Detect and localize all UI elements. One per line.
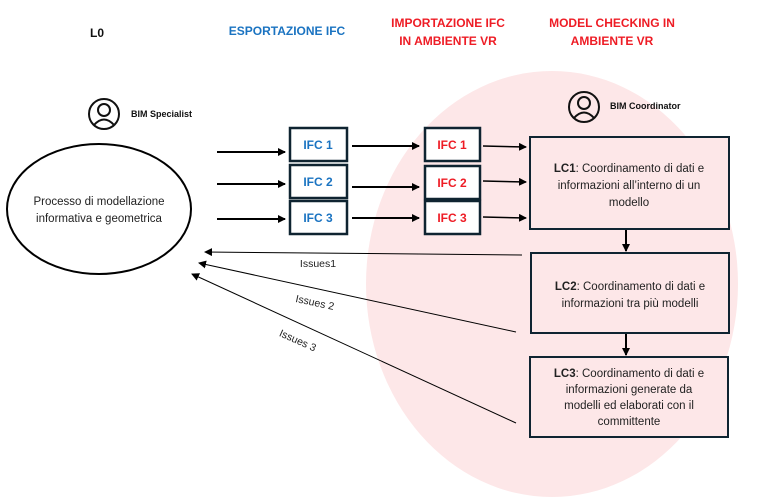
import-ifc-3-label: IFC 3 (437, 211, 467, 225)
export-ifc-1-label: IFC 1 (303, 138, 333, 152)
lc3-line-3: modelli ed elaborati con il (564, 400, 694, 412)
arrow-to-lc1-2 (482, 177, 527, 186)
import-ifc-1-label: IFC 1 (437, 138, 467, 152)
header-import-2: IN AMBIENTE VR (399, 34, 497, 48)
export-ifc-2[interactable]: IFC 2 (288, 163, 349, 200)
export-ifc-2-label: IFC 2 (303, 175, 333, 189)
user-circle-icon (88, 98, 120, 130)
lc3-line-1: LC3: Coordinamento di dati e (554, 368, 704, 380)
lc2-line-2: informazioni tra più modelli (562, 298, 699, 310)
process-label-2: informativa e geometrica (36, 213, 163, 225)
arrow-to-lc1-1 (482, 142, 527, 151)
header-level: L0 (90, 26, 104, 40)
lc3-box[interactable]: LC3: Coordinamento di dati e informazion… (529, 356, 729, 438)
import-ifc-1[interactable]: IFC 1 (423, 126, 482, 163)
header-checking-2: AMBIENTE VR (571, 34, 654, 48)
lc1-box[interactable]: LC1: Coordinamento di dati e informazion… (529, 136, 730, 230)
import-ifc-3[interactable]: IFC 3 (423, 199, 482, 236)
role-specialist: BIM Specialist (131, 109, 192, 119)
issue-arrow-3 (191, 273, 517, 424)
import-ifc-2-label: IFC 2 (437, 176, 467, 190)
issue-label-3: Issues 3 (277, 327, 318, 354)
process-label-1: Processo di modellazione (33, 196, 164, 208)
export-ifc-3-label: IFC 3 (303, 211, 333, 225)
lc2-box[interactable]: LC2: Coordinamento di dati e informazion… (530, 252, 730, 334)
lc1-line-2: informazioni all’interno di un (558, 180, 701, 192)
import-ifc-2[interactable]: IFC 2 (423, 164, 482, 201)
lc2-line-1: LC2: Coordinamento di dati e (555, 281, 705, 293)
export-ifc-1[interactable]: IFC 1 (288, 126, 349, 163)
issue-label-2: Issues 2 (294, 293, 335, 313)
lc3-line-4: committente (598, 416, 661, 428)
header-export: ESPORTAZIONE IFC (229, 24, 346, 38)
header-import-1: IMPORTAZIONE IFC (391, 16, 505, 30)
process-node[interactable] (6, 143, 192, 275)
lc1-line-3: modello (609, 197, 649, 209)
issue-arrow-2 (198, 260, 517, 333)
role-coordinator: BIM Coordinator (610, 101, 681, 111)
lc1-line-1: LC1: Coordinamento di dati e (554, 163, 704, 175)
issue-label-1: Issues1 (300, 258, 336, 270)
export-ifc-3[interactable]: IFC 3 (288, 199, 349, 236)
issue-arrow-1 (204, 248, 523, 257)
header-checking-1: MODEL CHECKING IN (549, 16, 675, 30)
user-circle-icon (568, 91, 600, 123)
lc3-line-2: informazioni generate da (566, 384, 693, 396)
arrow-to-lc1-3 (482, 213, 527, 222)
